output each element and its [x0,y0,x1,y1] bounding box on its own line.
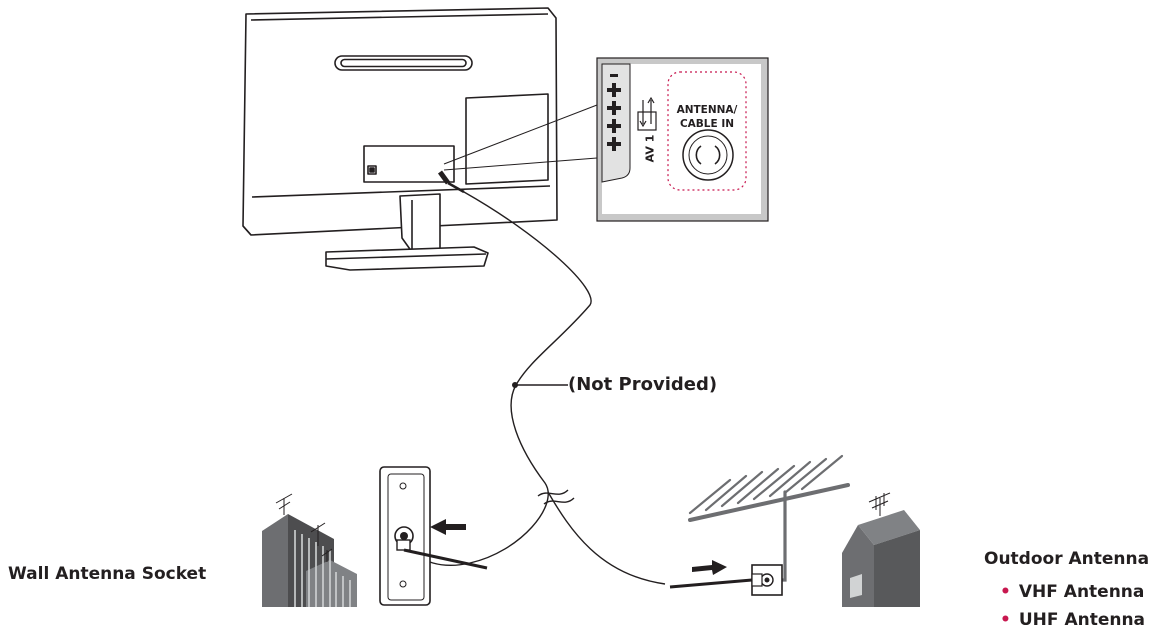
antenna-dotted-frame [667,71,747,191]
wall-arrow-icon [430,519,466,535]
av-arrows-icon [637,96,657,131]
list-item-label: VHF Antenna [1018,582,1145,602]
antenna-label-line2: CABLE IN [679,118,735,130]
zoom-lines [443,104,598,171]
port-plus-icons [607,74,621,151]
connection-diagram [242,7,920,607]
house-icon [842,492,920,607]
handle-slot [334,55,473,71]
bullet-dot-icon: • [1000,610,1011,630]
wall-socket [379,466,488,606]
antenna-label-line1: ANTENNA/ [676,104,738,116]
outdoor-arrow-icon [692,560,727,575]
list-item-label: UHF Antenna [1018,610,1146,630]
cable-break-mark [537,489,575,505]
outdoor-antenna-list: • VHF Antenna • UHF Antenna [1000,578,1145,634]
wall-antenna-socket-label: Wall Antenna Socket [8,564,207,584]
antenna-jack-icon [682,129,734,181]
building-icon [262,493,357,607]
not-provided-label: (Not Provided) [568,374,718,395]
jack-block [363,145,455,183]
list-item: • UHF Antenna [1000,606,1145,634]
list-item: • VHF Antenna [1000,578,1145,606]
bullet-dot-icon: • [1000,582,1011,602]
not-provided-leader [512,382,568,388]
tv-rear [242,7,558,271]
av-label: AV 1 [643,134,657,163]
jack-panel-zoom [596,57,769,222]
outdoor-antenna-title: Outdoor Antenna [984,549,1150,569]
outdoor-socket [669,564,783,596]
